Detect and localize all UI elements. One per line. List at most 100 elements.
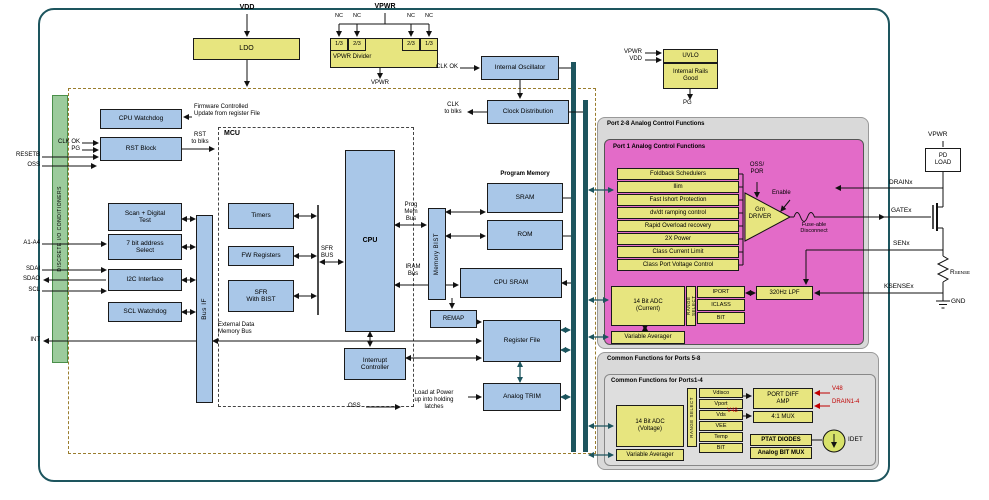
bit-current-cell: BIT <box>697 312 745 324</box>
vpwr-divider-label: VPWR Divider <box>333 54 372 60</box>
vee-cell: VEE <box>699 421 743 431</box>
divider-cell-13b: 1/3 <box>420 38 438 51</box>
mux-41-block: 4:1 MUX <box>753 411 813 423</box>
vpwr-top-label: VPWR <box>374 3 396 10</box>
uvlo-vpwr-label: VPWR <box>624 49 642 55</box>
adc-voltage-block: 14 Bit ADC (Voltage) <box>616 405 684 447</box>
common14-title: Common Functions for Ports1-4 <box>611 378 703 384</box>
vport-cell: Vport <box>699 399 743 409</box>
lpf-block: 320Hz LPF <box>756 286 813 300</box>
uvlo-vdd-label: VDD <box>629 56 642 62</box>
timers-block: Timers <box>228 203 294 229</box>
class-port-voltage-block: Class Port Voltage Control <box>617 259 739 271</box>
internal-rails-good-block: Internal Rails Good <box>663 63 718 89</box>
sfr-with-bist-block: SFR With BIST <box>228 280 294 312</box>
chip-boundary <box>38 8 890 482</box>
mcu-title: MCU <box>224 130 240 137</box>
rst-to-blks-label: RST to blks <box>191 132 209 145</box>
program-memory-title: Program Memory <box>500 171 550 177</box>
clk-ok-left-label: CLK OK <box>57 139 80 145</box>
rsense-resistor <box>936 250 950 293</box>
enable-label: Enable <box>772 190 791 196</box>
variable-averager-current-block: Variable Averager <box>611 331 685 344</box>
bus-if-block: Bus IF <box>196 215 213 403</box>
ldo-block: LDO <box>193 38 300 60</box>
vds-cell: Vds <box>699 410 743 420</box>
port-diff-amp-block: PORT DIFF AMP <box>753 388 813 409</box>
iram-bus-label: IRAM Bus <box>405 264 421 277</box>
gnd-label: GND <box>951 298 966 305</box>
sram-block: SRAM <box>487 183 563 213</box>
nc-label-1: NC <box>335 13 343 19</box>
rapid-overload-block: Rapid Overload recovery <box>617 220 739 232</box>
scl-pin-label: SCL <box>28 287 40 293</box>
scl-watchdog-block: SCL Watchdog <box>108 302 182 322</box>
nc-label-4: NC <box>425 13 433 19</box>
range-select-current-strip: RANGE SELECT <box>686 286 696 326</box>
internal-oscillator-block: Internal Oscillator <box>481 56 559 80</box>
nc-label-3: NC <box>407 13 415 19</box>
cpu-sram-block: CPU SRAM <box>460 268 562 298</box>
vdd-top-label: VDD <box>239 4 255 11</box>
port28-title: Port 2-8 Analog Control Functions <box>607 121 705 127</box>
register-file-block: Register File <box>483 320 561 362</box>
i2c-interface-block: I2C Interface <box>108 269 182 291</box>
wires-black <box>42 13 950 448</box>
rst-block: RST Block <box>100 137 182 161</box>
bus-if-label: Bus IF <box>200 298 208 320</box>
ground-symbol <box>936 293 950 309</box>
a1-a4-pin-label: A1-A4 <box>23 240 40 246</box>
prog-mem-bus-label: Prog Mem Bus <box>404 202 418 222</box>
fuse-label: Fuse-able Disconnect <box>800 222 828 235</box>
clk-ok-osc-label: CLK OK <box>435 64 458 70</box>
iclass-cell: ICLASS <box>697 299 745 311</box>
oss-pin-label: OSS <box>27 162 40 168</box>
divider-cell-23a: 2/3 <box>348 38 366 51</box>
cpu-block: CPU <box>345 150 395 332</box>
gm-driver-triangle <box>744 192 792 242</box>
v48-mux-label: V48 <box>727 408 738 414</box>
wires-teal <box>517 187 614 458</box>
clk-to-blks-label: CLK to blks <box>444 102 462 115</box>
fast-ishort-block: Fast Ishort Protection <box>617 194 739 206</box>
memory-bist-block: Memory BIST <box>428 208 446 300</box>
analog-bit-mux-block: Analog BIT MUX <box>750 447 812 459</box>
rsense-sub: SENSE <box>954 270 970 276</box>
sdai-pin-label: SDAI <box>25 266 40 272</box>
fw-registers-block: FW Registers <box>228 246 294 266</box>
idet-label: IDET <box>848 436 863 443</box>
ksensex-pin-label: KSENSEx <box>884 283 914 290</box>
address-select-block: 7 bit address Select <box>108 234 182 260</box>
senx-pin-label: SENx <box>893 240 910 247</box>
pg-left-label: PG <box>71 146 80 152</box>
ilim-block: Ilim <box>617 181 739 193</box>
pd-load-block: PD LOAD <box>925 148 961 172</box>
scan-digital-test-block: Scan + Digital Test <box>108 203 182 231</box>
vpwr-right-label: VPWR <box>928 131 948 138</box>
common58-title: Common Functions for Ports 5-8 <box>607 356 701 362</box>
memory-bist-label: Memory BIST <box>433 232 440 276</box>
range-select-current-label: RANGE SELECT <box>685 295 696 317</box>
drainx-pin-label: DRAINx <box>889 179 913 186</box>
2x-power-block: 2X Power <box>617 233 739 245</box>
variable-averager-voltage-block: Variable Averager <box>616 449 684 461</box>
main-bus-bars <box>571 62 588 452</box>
interrupt-controller-block: Interrupt Controller <box>344 348 406 380</box>
sfr-bus-label: SFR BUS <box>321 246 334 259</box>
mosfet-symbol <box>932 203 944 250</box>
analog-trim-block: Analog TRIM <box>483 383 561 411</box>
fuse-symbol <box>793 212 815 222</box>
rsense-label: RSENSE <box>950 262 984 277</box>
drain1-4-label: DRAIN1-4 <box>832 399 860 405</box>
dvdt-ramping-block: dv/dt ramping control <box>617 207 739 219</box>
adc-current-block: 14 Bit ADC (Current) <box>611 286 685 326</box>
uvlo-block: UVLO <box>663 49 718 63</box>
iport-cell: IPORT <box>697 286 745 298</box>
vdisco-cell: Vdisco <box>699 388 743 398</box>
v48-label: V48 <box>832 386 843 392</box>
nc-label-2: NC <box>353 13 361 19</box>
divider-cell-23b: 2/3 <box>402 38 420 51</box>
ptat-diodes-block: PTAT DIODES <box>750 434 812 446</box>
